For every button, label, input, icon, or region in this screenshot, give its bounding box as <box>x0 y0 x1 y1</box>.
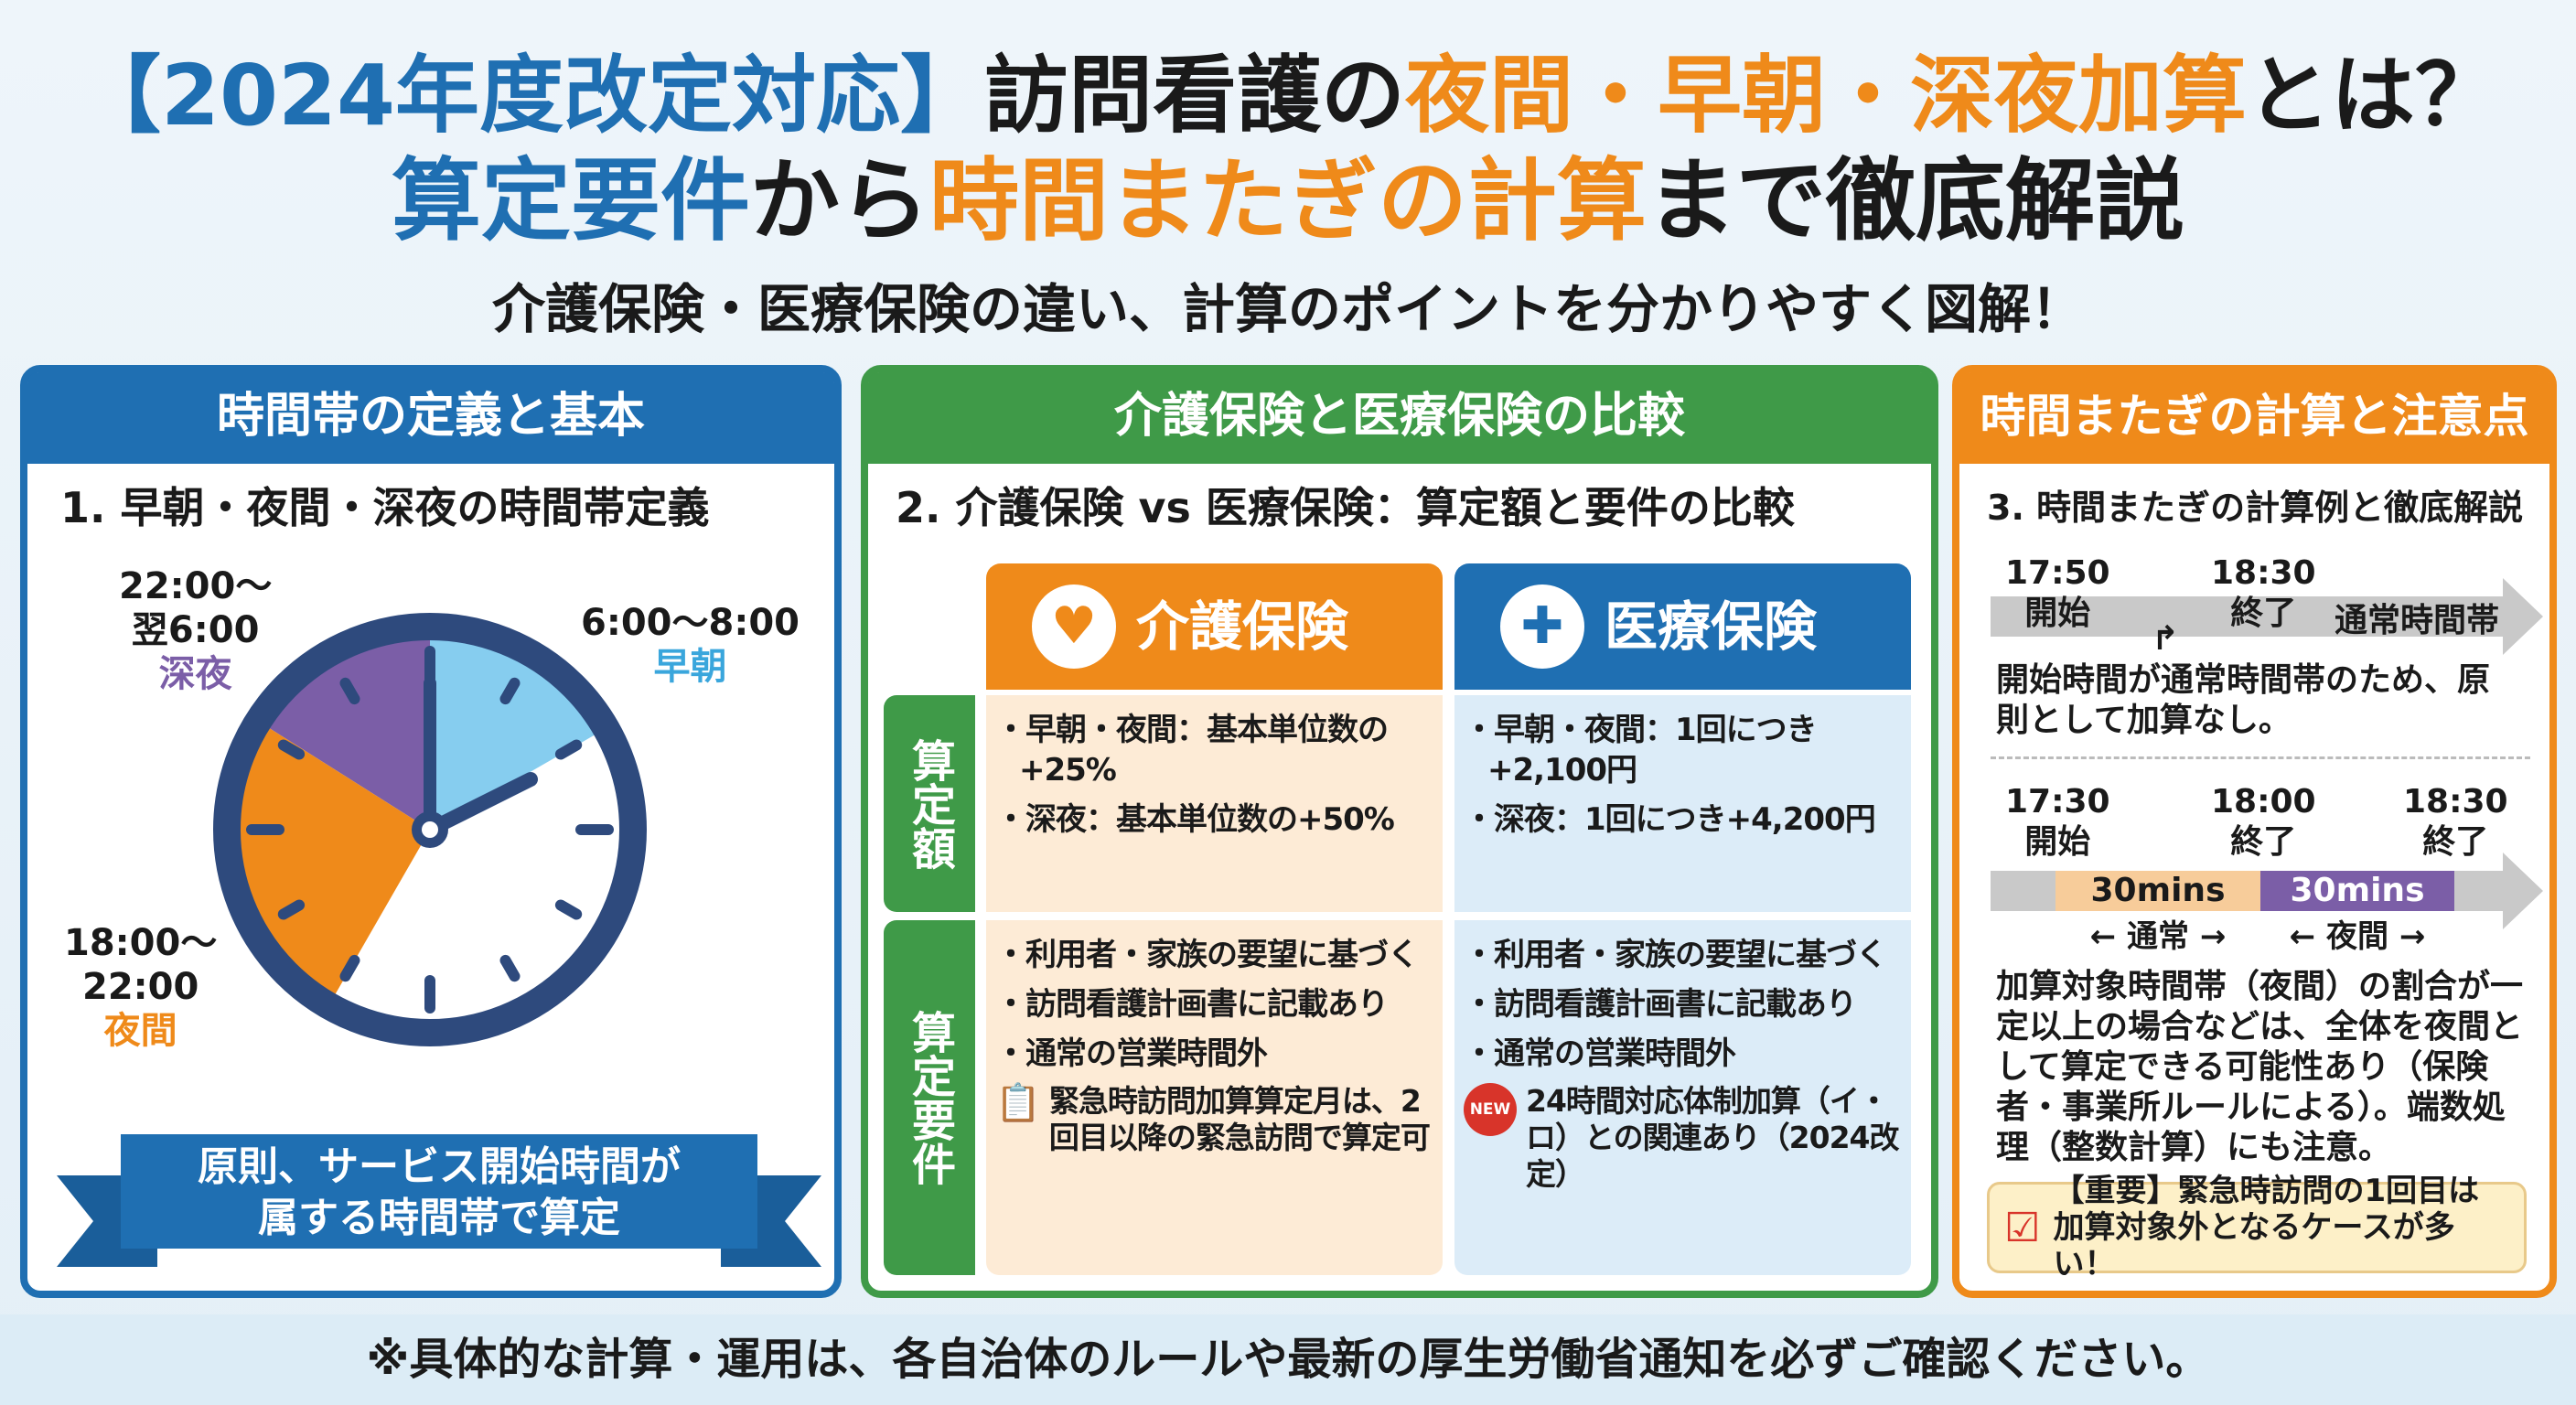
list-item: 訪問看護計画書に記載あり <box>995 984 1433 1024</box>
clock-tick <box>339 677 360 705</box>
shinya-time2: 翌6:00 <box>131 609 260 651</box>
list-item: 深夜：1回につき+4,200円 <box>1464 799 1902 840</box>
important-text: 【重要】緊急時訪問の1回目は加算対象外となるケースが多い！ <box>2053 1173 2480 1282</box>
kaigo-requirements-cell: 利用者・家族の要望に基づく訪問看護計画書に記載あり通常の営業時間外 📋 緊急時訪… <box>986 920 1443 1275</box>
panel-header: 時間帯の定義と基本 <box>27 372 834 464</box>
list-item: 利用者・家族の要望に基づく <box>995 935 1433 975</box>
hour-hand <box>423 772 538 837</box>
list-item: 利用者・家族の要望に基づく <box>1464 935 1902 975</box>
title-part: まで徹底解説 <box>1647 149 2185 253</box>
ribbon-line2: 属する時間帯で算定 <box>258 1195 620 1241</box>
list-item: 訪問看護計画書に記載あり <box>1464 984 1902 1024</box>
kaigo-note: 緊急時訪問加算算定月は、2回目以降の緊急訪問で算定可 <box>1048 1083 1431 1155</box>
timeline-arrowhead-2 <box>2503 853 2543 929</box>
footer-note: ※具体的な計算・運用は、各自治体のルールや最新の厚生労働省通知を必ずご確認くださ… <box>0 1314 2576 1405</box>
night-span: ← 夜間 → <box>2289 918 2426 955</box>
clipboard-icon: 📋 <box>995 1082 1041 1124</box>
title-part: とは？ <box>2247 47 2500 145</box>
arrow-right-icon: ↱ <box>2152 620 2180 658</box>
row-label-requirements: 算定要件 <box>884 920 975 1275</box>
row-label-amount: 算定額 <box>884 695 975 912</box>
shinya-name: 深夜 <box>158 653 232 695</box>
ex1-explanation: 開始時間が通常時間帯のため、原則として加算なし。 <box>1996 661 2491 739</box>
title-part: 【2024年度改定対応】 <box>76 47 984 145</box>
yakan-name: 夜間 <box>103 1010 177 1052</box>
iryo-note: 24時間対応体制加算（イ・ロ）との関連あり（2024改定） <box>1526 1083 1900 1192</box>
timeline-arrowhead-1 <box>2503 578 2543 655</box>
title-part: 訪問看護の <box>984 47 1406 145</box>
important-note: ☑ 【重要】緊急時訪問の1回目は加算対象外となるケースが多い！ <box>1987 1173 2527 1282</box>
ribbon-line1: 原則、サービス開始時間が <box>198 1143 681 1190</box>
list-item: 通常の営業時間外 <box>1464 1034 1902 1074</box>
section-title: 2. 介護保険 vs 医療保険：算定額と要件の比較 <box>896 483 1795 532</box>
new-badge: NEW <box>1464 1083 1517 1136</box>
kaigo-column-header: ♥ 介護保険 <box>986 563 1443 690</box>
panel-header: 時間またぎの計算と注意点 <box>1959 372 2549 464</box>
shinya-time1: 22:00〜 <box>119 565 273 607</box>
panel-header: 介護保険と医療保険の比較 <box>868 372 1931 464</box>
title-part: 夜間・早朝・深夜加算 <box>1405 47 2248 145</box>
list-item: 早朝・夜間：1回につき +2,100円 <box>1464 710 1902 790</box>
list-item: 早朝・夜間：基本単位数の+25% <box>995 710 1433 790</box>
clock-tick <box>499 677 521 705</box>
heart-hands-icon: ♥ <box>1032 585 1116 669</box>
divider <box>1991 756 2530 759</box>
shinya-label: 22:00〜 翌6:00 深夜 <box>119 564 272 696</box>
night-segment: 30mins <box>2260 871 2454 911</box>
normal-segment: 30mins <box>2055 871 2260 911</box>
timeline-bar-1 <box>1991 596 2503 637</box>
list-item: 通常の営業時間外 <box>995 1034 1433 1074</box>
main-title-line1: 【2024年度改定対応】訪問看護の夜間・早朝・深夜加算とは？ <box>0 37 2576 156</box>
clock-tick <box>554 739 583 760</box>
section-title: 3. 時間またぎの計算例と徹底解説 <box>1987 488 2524 528</box>
main-title-line2: 算定要件から時間またぎの計算まで徹底解説 <box>0 146 2576 256</box>
clock-tick <box>554 899 583 920</box>
clock-icon <box>213 613 647 1046</box>
iryo-requirements-cell: 利用者・家族の要望に基づく訪問看護計画書に記載あり通常の営業時間外 NEW 24… <box>1454 920 1911 1275</box>
yakan-segment <box>232 724 430 1000</box>
iryo-amount-cell: 早朝・夜間：1回につき +2,100円深夜：1回につき+4,200円 <box>1454 695 1911 912</box>
iryo-title: 医療保険 <box>1605 595 1818 658</box>
clock-tick <box>277 899 306 920</box>
clock-tick <box>277 739 306 760</box>
title-part: 時間またぎの計算 <box>929 149 1648 253</box>
ex2-explanation: 加算対象時間帯（夜間）の割合が一定以上の場合などは、全体を夜間として算定できる可… <box>1996 968 2524 1166</box>
iryo-column-header: ✚ 医療保険 <box>1454 563 1911 690</box>
principle-ribbon: 原則、サービス開始時間が 属する時間帯で算定 <box>57 1134 821 1267</box>
subtitle: 介護保険・医療保険の違い、計算のポイントを分かりやすく図解！ <box>491 278 2084 340</box>
clock-tick <box>499 954 521 982</box>
yakan-time2: 22:00 <box>82 966 199 1008</box>
time-definition-panel: 時間帯の定義と基本 1. 早朝・夜間・深夜の時間帯定義 22:00〜 翌6:00… <box>20 365 842 1298</box>
yakan-label: 18:00〜 22:00 夜間 <box>64 921 217 1053</box>
clock-tick <box>339 954 360 982</box>
kaigo-amount-cell: 早朝・夜間：基本単位数の+25% 深夜：基本単位数の+50% <box>986 695 1443 912</box>
normal-span: ← 通常 → <box>2089 918 2227 955</box>
soucho-label: 6:00〜8:00 早朝 <box>581 601 800 689</box>
ex1-band-label: 通常時間帯 <box>2334 602 2500 639</box>
title-part: から <box>749 149 929 253</box>
section-title: 1. 早朝・夜間・深夜の時間帯定義 <box>60 483 710 532</box>
soucho-name: 早朝 <box>653 646 727 688</box>
checkbox-icon: ☑ <box>2004 1204 2041 1251</box>
medical-kit-icon: ✚ <box>1500 585 1584 669</box>
title-part: 算定要件 <box>391 149 750 253</box>
soucho-time: 6:00〜8:00 <box>581 602 800 644</box>
yakan-time1: 18:00〜 <box>64 922 218 964</box>
kaigo-title: 介護保険 <box>1136 595 1349 658</box>
list-item: 深夜：基本単位数の+50% <box>995 799 1433 840</box>
